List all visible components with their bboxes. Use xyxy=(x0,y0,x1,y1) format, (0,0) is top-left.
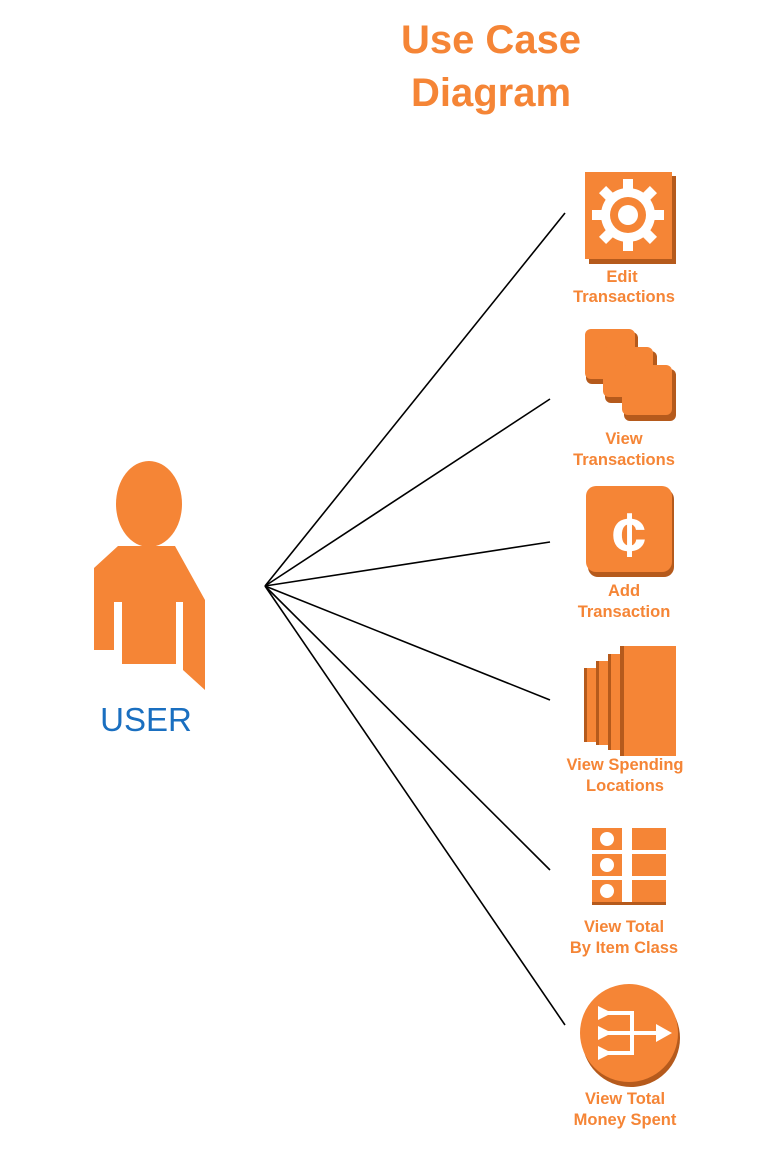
use-case-view-transactions[interactable]: View Transactions xyxy=(573,329,676,469)
use-case-label-line-2: By Item Class xyxy=(570,939,678,957)
use-case-view-total-by-item-class[interactable]: View Total By Item Class xyxy=(570,828,678,957)
connector-edit-transactions xyxy=(264,212,566,587)
connector-view-total-by-item-class xyxy=(264,585,551,871)
connector-view-transactions xyxy=(264,398,551,587)
use-case-label-line-2: Locations xyxy=(586,777,664,795)
layered-bars-icon xyxy=(584,646,676,756)
user-label: USER xyxy=(100,701,192,738)
user-icon xyxy=(94,461,205,690)
svg-text:¢: ¢ xyxy=(612,501,646,570)
diagram-title-line-2: Diagram xyxy=(411,71,571,115)
use-case-label-line-1: Add xyxy=(608,582,640,600)
use-case-label-line-1: Edit xyxy=(606,268,638,286)
list-grid-icon xyxy=(592,828,666,905)
connector-add-transaction xyxy=(264,541,551,587)
router-arrows-icon xyxy=(580,984,680,1087)
use-case-label-line-2: Transactions xyxy=(573,288,675,306)
use-case-add-transaction[interactable]: ¢ Add Transaction xyxy=(578,486,674,621)
connector-view-total-money-spent xyxy=(264,585,566,1026)
use-case-label-line-2: Transactions xyxy=(573,451,675,469)
cent-icon: ¢ xyxy=(586,486,674,577)
use-case-label-line-2: Transaction xyxy=(578,603,671,621)
use-case-label-line-1: View Spending xyxy=(566,756,683,774)
use-case-edit-transactions[interactable]: Edit Transactions xyxy=(573,172,676,306)
use-case-view-spending-locations[interactable]: View Spending Locations xyxy=(566,646,684,795)
user-actor[interactable]: USER xyxy=(94,461,205,738)
use-case-label-line-1: View xyxy=(605,430,642,448)
gear-icon xyxy=(585,172,676,264)
connector-view-spending-locations xyxy=(264,585,551,701)
use-case-view-total-money-spent[interactable]: View Total Money Spent xyxy=(574,984,680,1129)
diagram-title-line-1: Use Case xyxy=(401,18,581,62)
connectors xyxy=(264,212,566,1026)
stacked-squares-icon xyxy=(585,329,676,421)
use-case-label-line-2: Money Spent xyxy=(574,1111,677,1129)
use-case-label-line-1: View Total xyxy=(585,1090,665,1108)
use-case-label-line-1: View Total xyxy=(584,918,664,936)
